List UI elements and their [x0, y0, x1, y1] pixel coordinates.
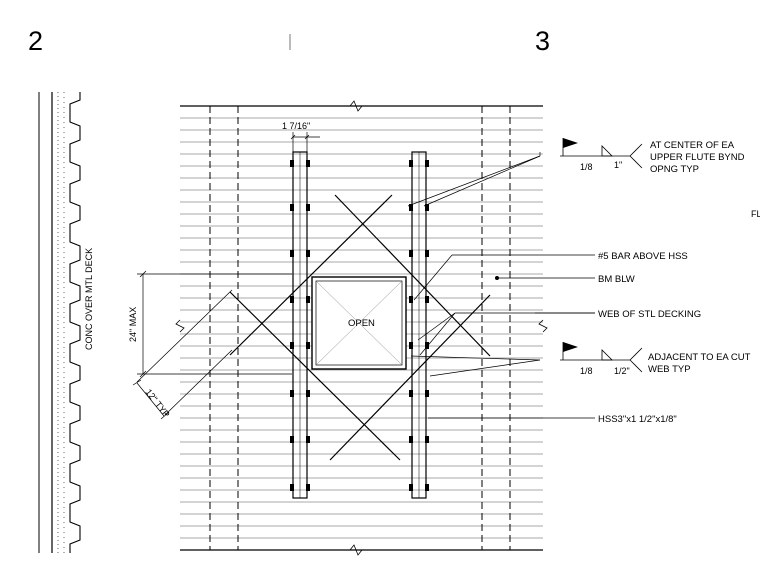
weld-symbol-lower: 1/8 1/2" ADJACENT TO EA CUT WEB TYP [560, 342, 751, 376]
weld-1-length: 1" [614, 160, 622, 170]
edge-label: FL [751, 209, 760, 219]
weld-1-note-line-1: AT CENTER OF EA [650, 140, 735, 151]
weld-1-size: 1/8 [580, 162, 593, 172]
grid-line-2-label: 2 [28, 26, 43, 56]
rebar-callout: #5 BAR ABOVE HSS [598, 251, 688, 262]
weld-2-length: 1/2" [614, 366, 630, 376]
weld-2-note-line-1: ADJACENT TO EA CUT [648, 352, 751, 363]
hss-callout: HSS3"x1 1/2"x1/8" [598, 414, 677, 425]
deck-section: CONC OVER MTL DECK [38, 92, 94, 553]
hss-members [292, 151, 427, 499]
hss-width-dimension: 1 7/16" [282, 121, 310, 131]
leader-lines [407, 152, 595, 419]
max-spacing-dimension: 24" MAX [128, 307, 138, 342]
deck-opening: OPEN [311, 276, 407, 370]
weld-2-note-line-2: WEB TYP [648, 364, 691, 375]
beam-callout: BM BLW [598, 274, 635, 285]
weld-2-size: 1/8 [580, 366, 593, 376]
deck-section-label: CONC OVER MTL DECK [84, 248, 94, 350]
weld-symbol-upper: 1/8 1" AT CENTER OF EA UPPER FLUTE BYND … [560, 138, 745, 175]
beam-reference-dot [495, 276, 499, 280]
grid-line-3-label: 3 [535, 26, 550, 56]
typ-spacing-dimension: 12" TYP [143, 387, 171, 419]
rebar-diagonals [229, 194, 491, 461]
weld-1-note-line-2: UPPER FLUTE BYND [650, 152, 745, 163]
weld-marks [290, 160, 429, 491]
opening-label: OPEN [348, 318, 375, 329]
weld-1-note-line-3: OPNG TYP [650, 164, 699, 175]
dimensions [132, 132, 320, 420]
web-callout: WEB OF STL DECKING [598, 309, 701, 320]
